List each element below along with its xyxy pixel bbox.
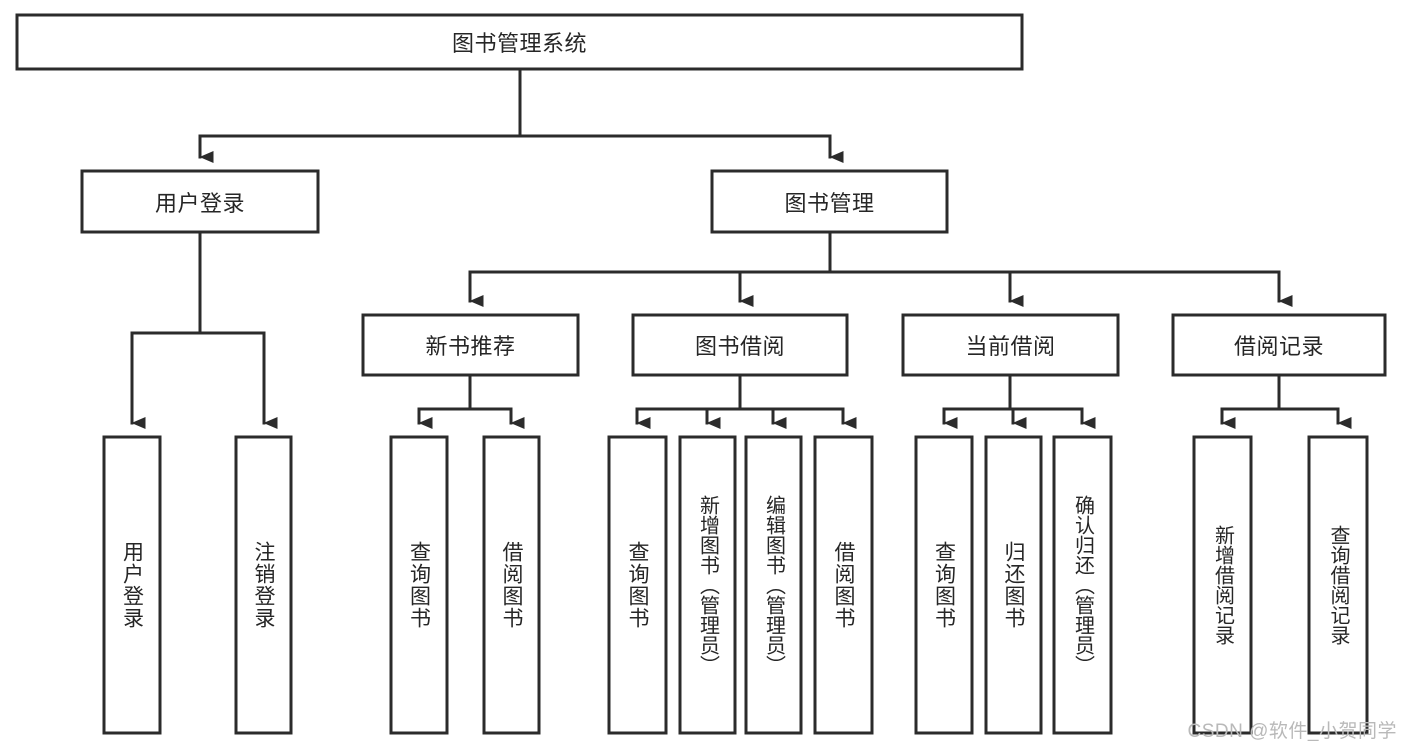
connector-root-bus: [198, 67, 832, 138]
connector-book-borrow-bus: [635, 373, 845, 425]
node-box-leaf-5[interactable]: [678, 435, 737, 735]
connector-user-login-bus: [130, 230, 266, 425]
node-box-leaf-6[interactable]: [744, 435, 803, 735]
node-box-leaf-1[interactable]: [234, 435, 293, 735]
node-box-book-borrow[interactable]: [631, 313, 849, 377]
node-box-current-borrow[interactable]: [901, 313, 1120, 377]
node-box-leaf-12[interactable]: [1307, 435, 1369, 735]
node-box-borrow-record[interactable]: [1171, 313, 1387, 377]
node-box-leaf-9[interactable]: [984, 435, 1043, 735]
node-box-leaf-8[interactable]: [914, 435, 974, 735]
node-box-leaf-11[interactable]: [1192, 435, 1253, 735]
node-box-leaf-3[interactable]: [482, 435, 541, 735]
connector-borrow-record-bus: [1220, 373, 1340, 425]
connector-book-management-bus: [468, 230, 1281, 274]
node-box-leaf-0[interactable]: [102, 435, 162, 735]
node-box-leaf-2[interactable]: [389, 435, 449, 735]
node-box-leaf-7[interactable]: [813, 435, 874, 735]
node-box-leaf-4[interactable]: [607, 435, 668, 735]
node-box-new-book-recommend[interactable]: [361, 313, 580, 377]
connector-new-book-bus: [417, 373, 513, 425]
node-box-book-management[interactable]: [710, 169, 949, 234]
node-box-leaf-10[interactable]: [1052, 435, 1113, 735]
node-box-user-login[interactable]: [80, 169, 320, 234]
node-box-root[interactable]: [15, 13, 1024, 71]
